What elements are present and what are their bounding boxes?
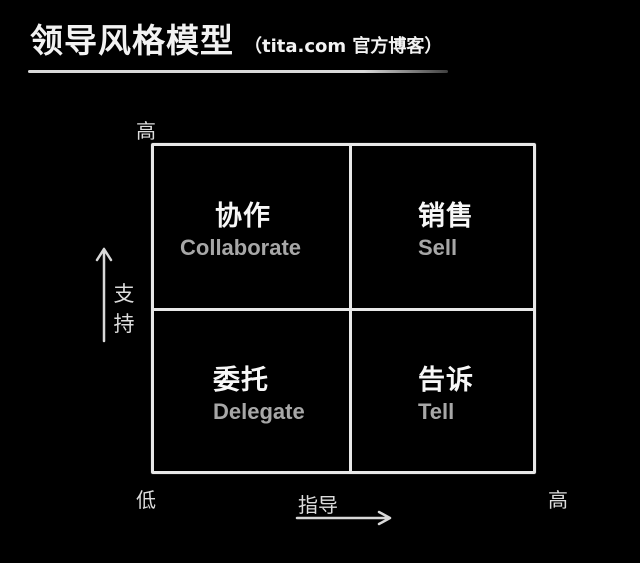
quadrant-delegate: 委托 Delegate	[213, 358, 305, 425]
y-axis-label: 支持	[113, 282, 135, 336]
y-axis-arrow-icon	[95, 247, 113, 343]
page-header: 领导风格模型 （tita.com 官方博客）	[30, 14, 442, 64]
y-axis-high-label: 高	[136, 119, 156, 143]
quadrant-label-cn: 协作	[215, 201, 271, 232]
quadrant-label-en: Delegate	[213, 399, 305, 424]
x-axis-low-label: 低	[136, 488, 156, 512]
x-axis-label: 指导	[298, 493, 338, 517]
quadrant-sell: 销售 Sell	[418, 194, 474, 261]
quadrant-collaborate: 协作 Collaborate	[180, 194, 301, 261]
quadrant-tell: 告诉 Tell	[418, 358, 474, 425]
quadrant-label-en: Tell	[418, 399, 455, 424]
title-underline	[28, 70, 448, 73]
quadrant-label-cn: 告诉	[418, 365, 474, 396]
quadrant-label-en: Sell	[418, 235, 458, 260]
x-axis-high-label: 高	[548, 488, 568, 512]
leadership-matrix-grid	[151, 143, 536, 474]
page-subtitle: （tita.com 官方博客）	[244, 36, 443, 57]
quadrant-label-cn: 销售	[418, 201, 474, 232]
quadrant-label-en: Collaborate	[180, 235, 302, 260]
quadrant-label-cn: 委托	[213, 365, 269, 396]
page-title: 领导风格模型	[30, 21, 234, 60]
